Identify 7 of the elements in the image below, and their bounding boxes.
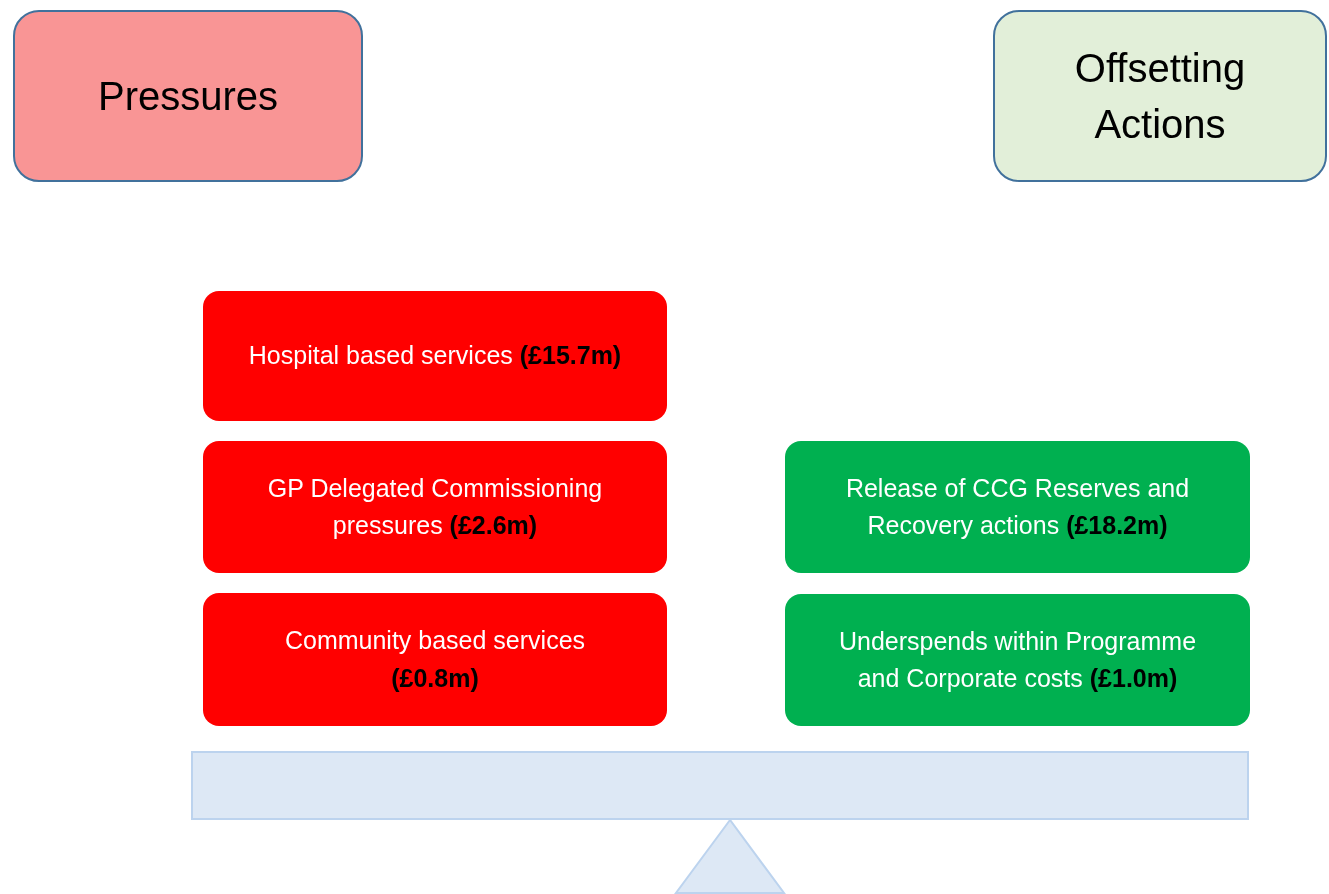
category-box: Pressures [13, 10, 363, 182]
item-box: Underspends within Programme and Corporate costs (£1.0m) [785, 594, 1250, 726]
category-box: Offsetting Actions [993, 10, 1327, 182]
item-box: Community based services (£0.8m) [203, 593, 667, 726]
item-box: GP Delegated Commissioning pressures (£2.6m) [203, 441, 667, 573]
item-box: Hospital based services (£15.7m) [203, 291, 667, 421]
item-box: Release of CCG Reserves and Recovery actions (£18.2m) [785, 441, 1250, 573]
